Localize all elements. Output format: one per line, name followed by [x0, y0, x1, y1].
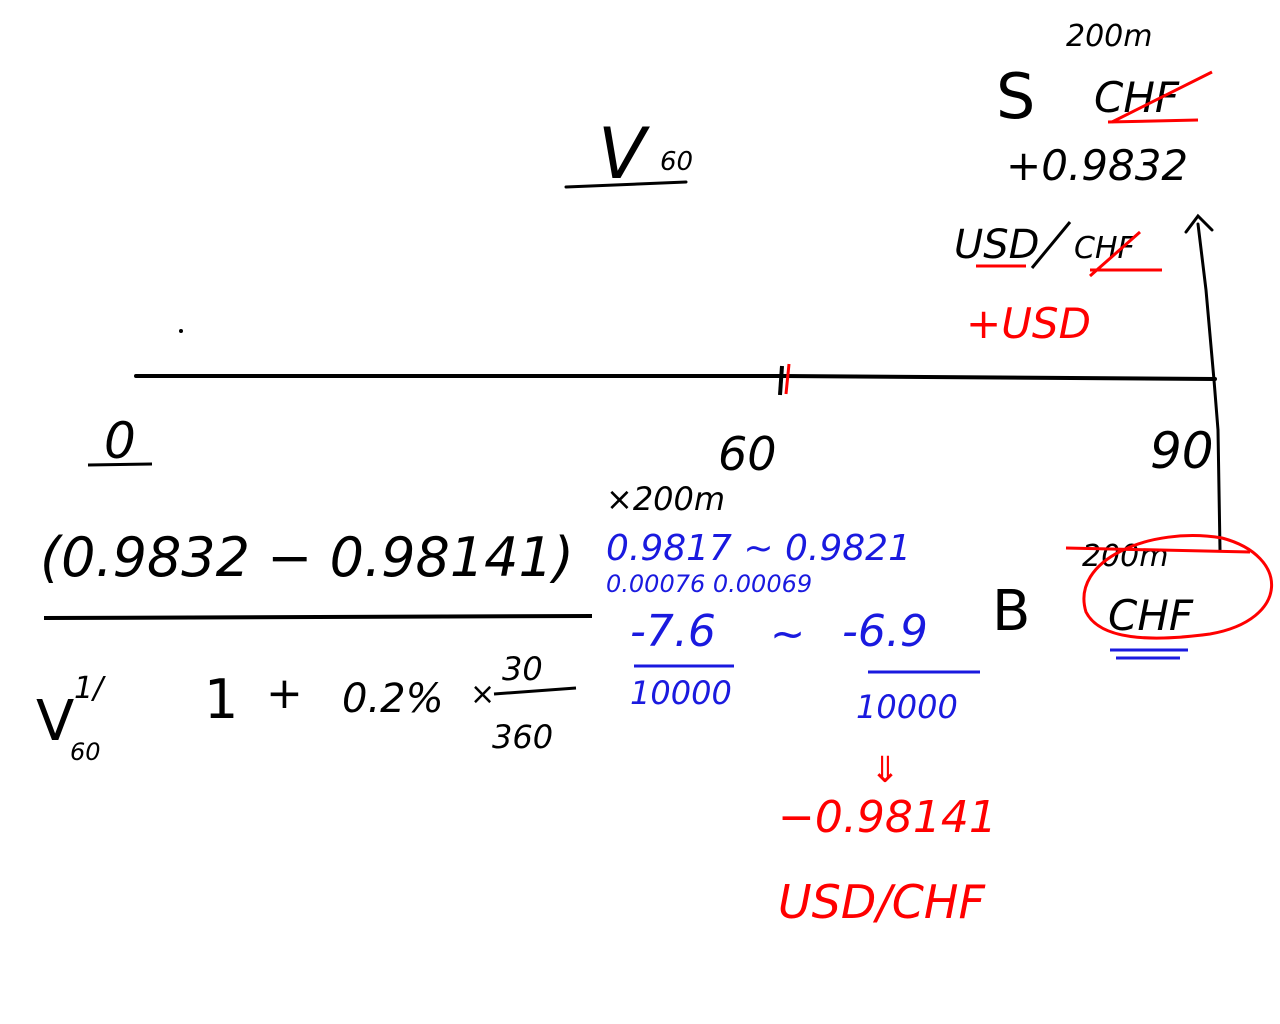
formula-den-plus: +	[266, 668, 303, 719]
b-leg-currency: CHF	[1108, 591, 1194, 640]
spot-currency-underline	[1107, 118, 1199, 124]
stray-dot	[179, 329, 183, 333]
formula-den-v-sup: 1/	[74, 671, 106, 706]
fwd-range-top: 0.9817 ~ 0.9821	[606, 528, 911, 569]
heading-v: V	[598, 113, 650, 195]
settlement-arrow-line	[1196, 222, 1222, 552]
tick-0-underline	[87, 462, 153, 467]
timeline-tick-60	[778, 365, 784, 396]
settlement-arrow-head	[1184, 213, 1214, 234]
fwd-range-sub: 0.00076 0.00069	[606, 570, 812, 598]
formula-den-rate: 0.2%	[342, 676, 444, 722]
heading-v-subscript: 60	[660, 147, 693, 177]
timeline-axis	[134, 374, 1217, 381]
fwd-tilde: ~	[770, 609, 805, 658]
formula-den-frac-bar	[493, 686, 577, 696]
spot-pair-quote: CHF	[1074, 231, 1136, 266]
spot-pair-base: USD	[954, 222, 1039, 268]
formula-den-v: V	[36, 689, 74, 754]
spot-direction: +USD	[966, 299, 1091, 348]
tick-label-90: 90	[1150, 422, 1214, 480]
tick-label-0: 0	[104, 412, 136, 470]
result-rate: −0.98141	[778, 792, 997, 843]
b-leg-label: B	[992, 579, 1030, 644]
fwd-frac-left-den: 10000	[630, 674, 732, 712]
spot-amount: 200m	[1066, 19, 1152, 54]
spot-currency-strike	[1111, 70, 1213, 124]
mid-amount: ×200m	[606, 480, 725, 518]
formula-den-v-sub: 60	[70, 738, 101, 766]
spot-currency: CHF	[1094, 73, 1180, 122]
formula-den-times: ×	[470, 677, 495, 712]
formula-den-frac-num: 30	[502, 650, 543, 688]
spot-label-s: S	[996, 60, 1035, 133]
fwd-frac-right-den: 10000	[856, 688, 958, 726]
formula-fraction-bar	[43, 614, 593, 620]
b-leg-amount-strike	[1065, 546, 1251, 554]
formula-numerator: (0.9832 − 0.98141)	[40, 526, 574, 589]
result-arrow: ⇓	[870, 750, 900, 791]
formula-den-one: 1	[204, 668, 238, 731]
formula-den-frac-den: 360	[492, 718, 553, 756]
fwd-frac-left-num: -7.6	[630, 606, 716, 657]
spot-rate: +0.9832	[1006, 141, 1188, 190]
result-pair: USD/CHF	[778, 875, 985, 929]
fwd-frac-right-num: -6.9	[842, 606, 928, 657]
b-leg-circle	[1082, 534, 1274, 640]
heading-underline	[564, 180, 688, 189]
timeline-tick-60-red	[784, 363, 791, 395]
spot-pair-slash	[1030, 221, 1072, 269]
tick-label-60: 60	[718, 427, 777, 481]
